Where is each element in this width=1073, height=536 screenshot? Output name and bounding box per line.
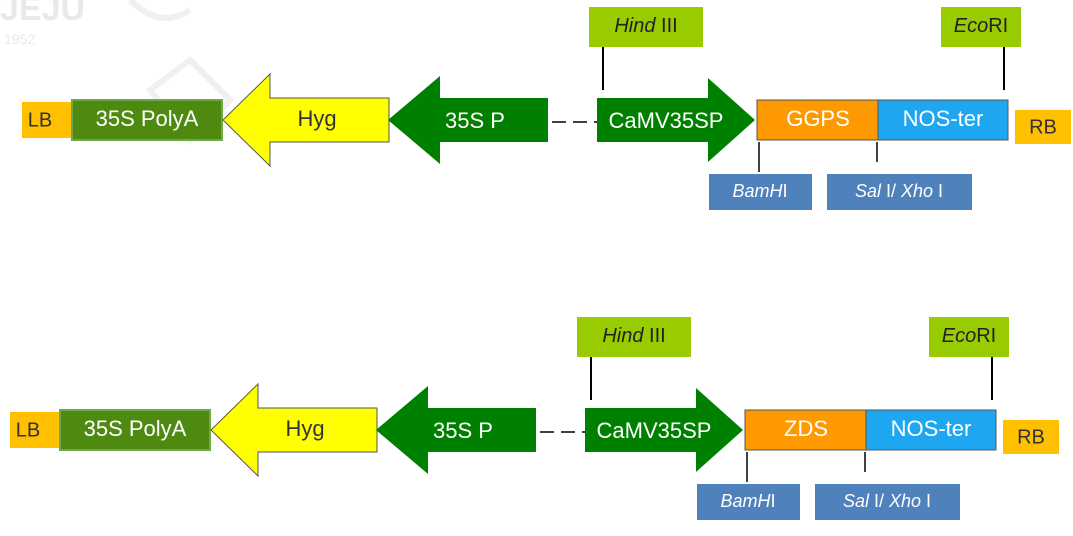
camv-label: CaMV35SP: [609, 108, 724, 133]
eco-label-part-1: RI: [988, 15, 1008, 37]
hind-label-part-0: Hind: [602, 325, 644, 347]
polya-label: 35S PolyA: [96, 106, 199, 131]
hind-label: Hind III: [614, 15, 677, 37]
gene-box: [744, 409, 867, 451]
rb-label: RB: [1029, 116, 1057, 138]
watermark-year: 1952: [4, 31, 35, 47]
bam-label-part-1: I: [771, 491, 776, 511]
sal-box: [827, 174, 972, 210]
bam-label-part-0: BamH: [732, 181, 783, 201]
eco-label-part-0: Eco: [954, 15, 988, 37]
lb-box: [22, 102, 74, 138]
promoter-arrow: [376, 386, 536, 474]
rb-label: RB: [1017, 426, 1045, 448]
watermark-text: JEJU: [0, 0, 85, 28]
nos-box: [877, 99, 1009, 141]
sal-box: [815, 484, 960, 520]
hyg-label: Hyg: [297, 106, 336, 131]
construct-zds: LB 35S PolyA Hyg 35S P CaMV35SP ZDS NOS-ter RB H…: [10, 317, 1059, 520]
promoter-arrow: [388, 76, 548, 164]
construct-ggps: LB 35S PolyA Hyg 35S P CaMV35SP GGPS NOS-ter RB…: [22, 7, 1071, 210]
eco-label-part-1: RI: [976, 325, 996, 347]
sal-label-part-2: Xho: [888, 491, 921, 511]
polya-box: [71, 99, 223, 141]
lb-label: LB: [28, 109, 52, 131]
sal-label: Sal I/ Xho I: [843, 491, 931, 511]
gene-label: ZDS: [784, 416, 828, 441]
eco-label: EcoRI: [942, 325, 996, 347]
sal-label-part-3: I: [933, 181, 943, 201]
rb-box: [1003, 420, 1059, 454]
promoter-label: 35S P: [433, 418, 493, 443]
bam-label: BamHI: [720, 491, 775, 511]
camv-label: CaMV35SP: [597, 418, 712, 443]
hind-label-part-1: III: [655, 15, 677, 37]
bam-label-part-0: BamH: [720, 491, 771, 511]
sal-label-part-2: Xho: [900, 181, 933, 201]
gene-label: GGPS: [786, 106, 850, 131]
polya-label: 35S PolyA: [84, 416, 187, 441]
lb-box: [10, 412, 62, 448]
eco-label: EcoRI: [954, 15, 1008, 37]
camv-arrow: [585, 388, 743, 472]
sal-label-part-0: Sal: [843, 491, 870, 511]
nos-box: [865, 409, 997, 451]
sal-label-part-0: Sal: [855, 181, 882, 201]
bam-box: [709, 174, 812, 210]
hind-label: Hind III: [602, 325, 665, 347]
promoter-label: 35S P: [445, 108, 505, 133]
eco-box: [941, 7, 1021, 47]
sal-label-part-1: I/: [881, 181, 901, 201]
sal-label-part-1: I/: [869, 491, 889, 511]
sal-label: Sal I/ Xho I: [855, 181, 943, 201]
gene-box: [756, 99, 879, 141]
bam-box: [697, 484, 800, 520]
bam-label-part-1: I: [783, 181, 788, 201]
eco-box: [929, 317, 1009, 357]
hyg-label: Hyg: [285, 416, 324, 441]
hind-box: [589, 7, 703, 47]
polya-box: [59, 409, 211, 451]
eco-label-part-0: Eco: [942, 325, 976, 347]
nos-label: NOS-ter: [891, 416, 972, 441]
bam-label: BamHI: [732, 181, 787, 201]
camv-arrow: [597, 78, 755, 162]
hind-box: [577, 317, 691, 357]
hind-label-part-0: Hind: [614, 15, 656, 37]
rb-box: [1015, 110, 1071, 144]
hind-label-part-1: III: [643, 325, 665, 347]
sal-label-part-3: I: [921, 491, 931, 511]
lb-label: LB: [16, 419, 40, 441]
nos-label: NOS-ter: [903, 106, 984, 131]
